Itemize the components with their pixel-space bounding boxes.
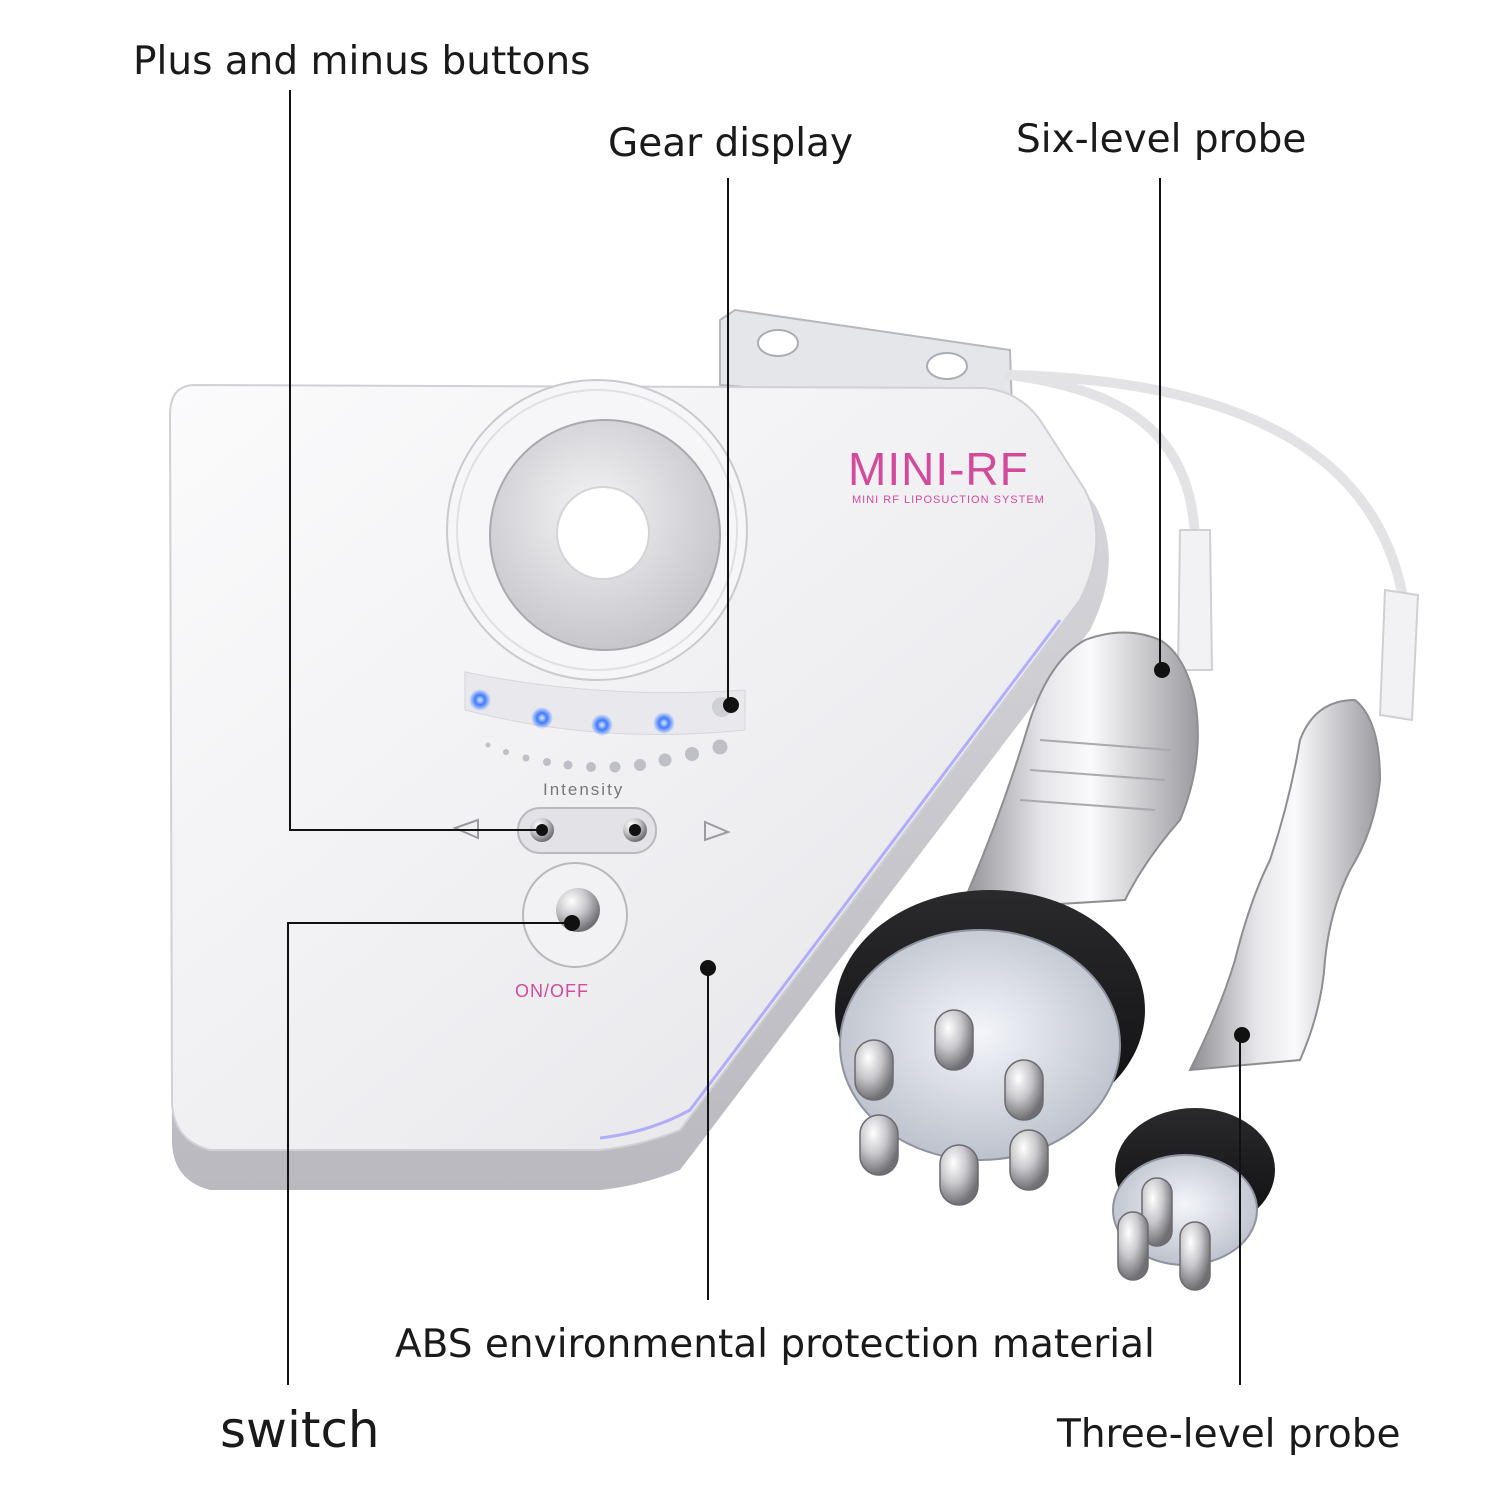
intensity-label: Intensity bbox=[543, 780, 624, 799]
power-label: ON/OFF bbox=[515, 981, 589, 1001]
gear-led-3 bbox=[591, 714, 613, 736]
leader-lines bbox=[287, 90, 1241, 1385]
probe-cables bbox=[1005, 370, 1410, 615]
six-probe-electrodes bbox=[854, 1009, 1049, 1206]
switch-callout: switch bbox=[220, 1401, 380, 1459]
gear-display-callout: Gear display bbox=[608, 121, 854, 166]
plus-arrow-icon bbox=[704, 820, 731, 842]
cable-strain-relief bbox=[1176, 529, 1420, 722]
gear-led-1 bbox=[469, 689, 491, 711]
three-level-probe-callout: Three-level probe bbox=[1057, 1412, 1401, 1457]
top-emitter bbox=[446, 379, 748, 681]
leader-dots bbox=[536, 662, 1250, 1043]
six-level-probe-callout: Six-level probe bbox=[1016, 117, 1307, 162]
brand-logo: MINI-RF bbox=[848, 443, 1029, 495]
abs-material-callout: ABS environmental protection material bbox=[395, 1322, 1155, 1367]
gear-led-4 bbox=[653, 712, 675, 734]
six-level-probe bbox=[835, 631, 1199, 1206]
device-body bbox=[168, 383, 1109, 1190]
three-level-probe bbox=[1112, 698, 1382, 1291]
power-switch[interactable] bbox=[522, 862, 628, 968]
mounting-bracket bbox=[719, 308, 1014, 412]
gear-led-2 bbox=[531, 707, 553, 729]
intensity-scale bbox=[485, 739, 728, 773]
brand-subtitle: MINI RF LIPOSUCTION SYSTEM bbox=[852, 494, 1045, 506]
plus-minus-callout: Plus and minus buttons bbox=[133, 39, 591, 84]
gear-display bbox=[464, 671, 746, 736]
